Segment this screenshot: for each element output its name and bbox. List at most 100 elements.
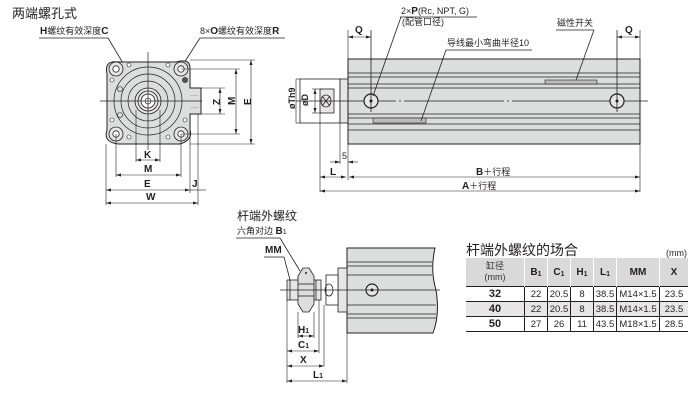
header-mm: MM	[616, 258, 660, 287]
header-mm-main: MM	[629, 266, 647, 278]
cell-x: 28.5	[659, 316, 688, 332]
hex-label-text: 六角对边	[237, 225, 273, 236]
dim-5: 5	[342, 151, 347, 161]
table-row: 40 22 20.5 8 38.5 M14×1.5 23.5	[466, 301, 688, 317]
dim-phi-th9: øTh9	[287, 88, 297, 110]
front-horizontal-dims: K M E J W	[105, 110, 206, 205]
cell-mm: M14×1.5	[616, 301, 660, 317]
dim-c1-sub: 1	[305, 343, 309, 350]
hex-width-label: 六角对边 B1	[237, 225, 287, 237]
header-h1-sub: 1	[583, 270, 588, 278]
dim-l1: L1	[313, 370, 323, 381]
dim-w: W	[146, 192, 156, 203]
dim-m-horizontal: M	[144, 164, 152, 175]
dim-l: L	[330, 167, 336, 178]
callout-h-label: H	[40, 26, 47, 37]
dim-b-plus-stroke: B＋行程	[476, 166, 510, 178]
dim-h1-sub: 1	[305, 328, 309, 335]
cell-h1: 8	[570, 301, 594, 317]
mounting-holes	[108, 61, 189, 142]
dim-q-right: Q	[625, 25, 633, 36]
svg-text:8×O螺纹有效深度R: 8×O螺纹有效深度R	[200, 25, 280, 37]
magnetic-switch-top	[544, 79, 598, 85]
callout-h-text: 螺纹有效深度	[47, 25, 101, 36]
cell-bore: 40	[466, 301, 525, 317]
header-b1-main: B	[530, 266, 538, 278]
header-c1: C1	[547, 258, 571, 287]
callout-switch: 磁性开关	[556, 17, 595, 81]
port-thread-types: (Rc, NPT, G)	[418, 6, 469, 16]
rod-thread-spec-table: 缸径(mm) B1 C1 H1 L1 MM X 32 22 20.5 8 38.…	[466, 258, 688, 332]
cell-bore: 50	[466, 316, 525, 332]
lead-wire-text: 导线最小弯曲半径10	[447, 37, 529, 48]
table-unit: (mm)	[666, 248, 687, 258]
header-bore: 缸径(mm)	[466, 258, 525, 287]
table-row: 50 27 26 11 43.5 M18×1.5 28.5	[466, 316, 688, 332]
dim-phi-d: øD	[300, 94, 310, 106]
dim-a: A	[462, 181, 469, 192]
header-h1: H1	[570, 258, 594, 287]
dim-j: J	[192, 179, 198, 190]
side-view: Q Q 2×P(Rc, NPT, G) (配管口径) 导线最小弯曲半径10 磁性…	[287, 6, 648, 193]
dim-c1: C1	[298, 340, 309, 351]
dim-q-left: Q	[355, 25, 363, 36]
header-bore-main: 缸径	[485, 261, 504, 271]
header-l1: L1	[593, 258, 617, 287]
cell-x: 23.5	[659, 286, 688, 302]
callout-lead-wire: 导线最小弯曲半径10	[420, 37, 532, 122]
dim-b: B	[476, 167, 483, 178]
header-x: X	[659, 258, 688, 287]
dim-h1-main: H	[298, 325, 305, 336]
dim-x: X	[300, 355, 307, 366]
cell-h1: 8	[570, 286, 594, 302]
header-c1-sub: 1	[560, 270, 565, 278]
dim-k: K	[144, 150, 152, 161]
callout-c-label: C	[101, 26, 108, 37]
callout-r-label: R	[272, 26, 280, 37]
svg-text:····: ····	[190, 105, 198, 111]
cell-c1: 20.5	[547, 301, 571, 317]
cell-x: 23.5	[659, 301, 688, 317]
header-x-main: X	[670, 266, 678, 278]
cylinder-body-partial	[346, 247, 438, 334]
cylinder-body	[347, 58, 641, 145]
front-view: 两端螺孔式 H螺纹有效深度C 8×O螺纹有效深度R	[12, 6, 285, 205]
rod-view-title: 杆端外螺纹	[237, 209, 297, 223]
hex-dim-sub: 1	[283, 229, 287, 236]
callout-port: 2×P(Rc, NPT, G) (配管口径)	[372, 6, 477, 97]
cell-l1: 38.5	[593, 286, 617, 302]
dim-a-plus-stroke: A＋行程	[462, 180, 496, 192]
port-left	[363, 30, 379, 112]
cell-b1: 22	[524, 301, 548, 317]
front-view-title: 两端螺孔式	[12, 6, 77, 21]
cell-c1: 26	[547, 316, 571, 332]
cell-bore: 32	[466, 286, 525, 302]
dim-a-suffix: ＋行程	[469, 180, 496, 191]
dim-l1-main: L	[313, 370, 319, 381]
cell-c1: 20.5	[547, 286, 571, 302]
dim-c1-main: C	[298, 340, 305, 351]
switch-text: 磁性开关	[557, 17, 593, 28]
hex-dim-b: B	[276, 226, 283, 237]
port-subtitle: (配管口径)	[402, 16, 444, 27]
table-row: 32 22 20.5 8 38.5 M14×1.5 23.5	[466, 286, 688, 302]
dim-mm: MM	[265, 245, 282, 256]
cell-l1: 43.5	[593, 316, 617, 332]
rod-end-view: 杆端外螺纹 六角对边 B1 MM	[236, 209, 440, 383]
header-bore-unit: (mm)	[484, 272, 506, 282]
dim-b-suffix: ＋行程	[483, 166, 510, 177]
callout-o-text: 螺纹有效深度	[218, 25, 272, 36]
svg-text:H螺纹有效深度C: H螺纹有效深度C	[40, 25, 108, 37]
cell-h1: 11	[570, 316, 594, 332]
header-h1-main: H	[576, 266, 584, 278]
dim-z: Z	[212, 99, 223, 105]
port-label: P	[411, 6, 418, 17]
svg-text:2×P(Rc, NPT, G): 2×P(Rc, NPT, G)	[401, 6, 469, 17]
cell-b1: 27	[524, 316, 548, 332]
port-right	[609, 30, 625, 112]
dim-m-vertical: M	[227, 97, 238, 105]
header-b1-sub: 1	[537, 270, 542, 278]
dim-e-horizontal: E	[144, 179, 151, 190]
cell-mm: M18×1.5	[616, 316, 660, 332]
